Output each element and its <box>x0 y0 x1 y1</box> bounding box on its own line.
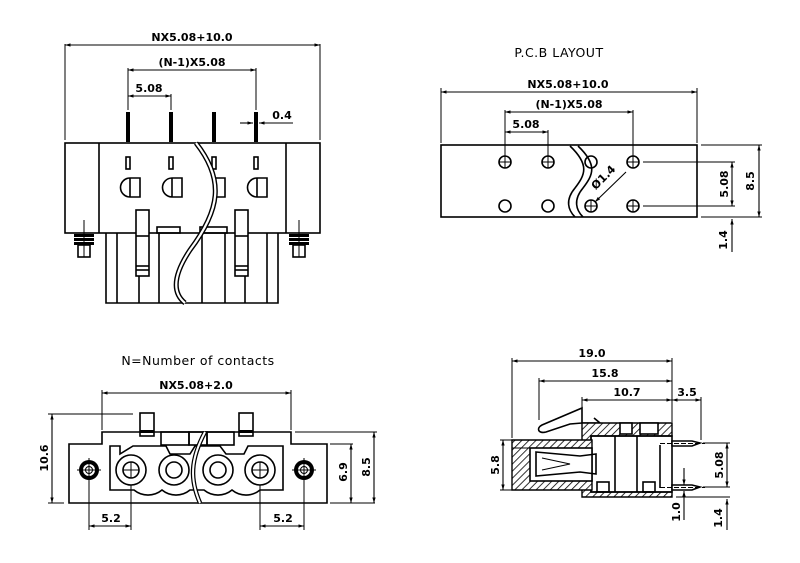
dim-plug-width: NX5.08+2.0 <box>101 379 292 430</box>
label-pin-offset: 1.0 <box>670 502 683 522</box>
dim-edge-offset: 1.4 <box>717 219 734 252</box>
dim-left-offset: 5.2 <box>89 512 131 528</box>
label-overall-width: NX5.08+10.0 <box>151 31 233 44</box>
dim-pcb-overall-width: NX5.08+10.0 <box>440 78 698 143</box>
label-header-length: 10.7 <box>613 386 640 399</box>
label-pin-width: 0.4 <box>272 109 292 122</box>
side-pins <box>660 440 705 491</box>
dim-plug-height: 5.8 <box>489 439 512 491</box>
dim-pin-width: 0.4 <box>240 109 293 125</box>
contacts-note: N=Number of contacts <box>121 353 274 368</box>
label-right-offset: 5.2 <box>273 512 293 525</box>
side-view: 19.0 15.8 10.7 3.5 <box>489 347 730 530</box>
label-flange-height: 8.5 <box>360 457 373 477</box>
dim-flange-height: 8.5 <box>295 431 377 503</box>
label-overall-length: 19.0 <box>578 347 605 360</box>
front-view: NX5.08+10.0 (N-1)X5.08 5.08 0.4 <box>64 31 321 305</box>
dim-pcb-pitch: 5.08 <box>505 118 549 160</box>
dim-hole-diameter: Ø1.4 <box>589 162 627 203</box>
dim-latch-length: 15.8 <box>538 367 672 420</box>
label-pin-span: (N-1)X5.08 <box>158 56 225 69</box>
flange-screw-left <box>77 458 101 530</box>
pins <box>126 112 258 142</box>
dim-pin-span: (N-1)X5.08 <box>127 56 257 110</box>
label-pitch: 5.08 <box>135 82 162 95</box>
label-pcb-pin-span: (N-1)X5.08 <box>535 98 602 111</box>
dim-overall-height: 10.6 <box>38 413 133 504</box>
label-board-height: 8.5 <box>744 171 757 191</box>
label-edge-offset: 1.4 <box>717 230 730 250</box>
mounting-screw-left <box>74 220 94 258</box>
label-row-spacing: 5.08 <box>718 170 731 197</box>
break-line <box>173 141 218 305</box>
label-side-row-spacing: 5.08 <box>713 451 726 478</box>
label-pcb-overall-width: NX5.08+10.0 <box>527 78 609 91</box>
dim-header-length: 10.7 <box>581 386 672 422</box>
pcb-layout-view: P.C.B LAYOUT NX5.08+10.0 (N-1)X5.08 5.08 <box>440 45 762 252</box>
label-left-offset: 5.2 <box>101 512 121 525</box>
label-bottom-offset: 1.4 <box>712 508 725 528</box>
dim-pitch: 5.08 <box>128 82 172 110</box>
label-body-height: 6.9 <box>337 462 350 482</box>
label-overall-height: 10.6 <box>38 444 51 471</box>
label-plug-height: 5.8 <box>489 455 502 475</box>
mounting-screw-right <box>289 220 309 258</box>
flange-screw-right <box>292 458 316 530</box>
dim-overall-length: 19.0 <box>511 347 673 438</box>
pcb-holes <box>498 155 640 213</box>
dim-overall-width: NX5.08+10.0 <box>64 31 321 140</box>
label-pin-protrusion: 3.5 <box>677 386 697 399</box>
pcb-outline <box>440 144 698 218</box>
dim-board-height: 8.5 <box>701 144 762 218</box>
dim-pcb-pin-span: (N-1)X5.08 <box>504 98 634 160</box>
label-pcb-pitch: 5.08 <box>512 118 539 131</box>
plug-cavity <box>109 445 284 496</box>
pcb-break-line <box>567 145 593 218</box>
latch-arm <box>537 406 603 434</box>
mating-view: N=Number of contacts NX5.08+2.0 <box>38 353 377 530</box>
pcb-layout-title: P.C.B LAYOUT <box>514 45 603 60</box>
dim-pin-protrusion: 3.5 <box>672 386 702 440</box>
dim-bottom-offset: 1.4 <box>676 496 730 530</box>
dim-pin-offset: 1.0 <box>670 468 686 522</box>
label-plug-width: NX5.08+2.0 <box>159 379 233 392</box>
dim-body-height: 6.9 <box>330 443 375 504</box>
dim-row-spacing: 5.08 <box>643 161 735 207</box>
header-body <box>64 142 321 304</box>
dim-right-offset: 5.2 <box>260 512 304 528</box>
plug-outline <box>68 431 328 504</box>
label-latch-length: 15.8 <box>591 367 618 380</box>
dim-side-row-spacing: 5.08 <box>703 442 730 488</box>
